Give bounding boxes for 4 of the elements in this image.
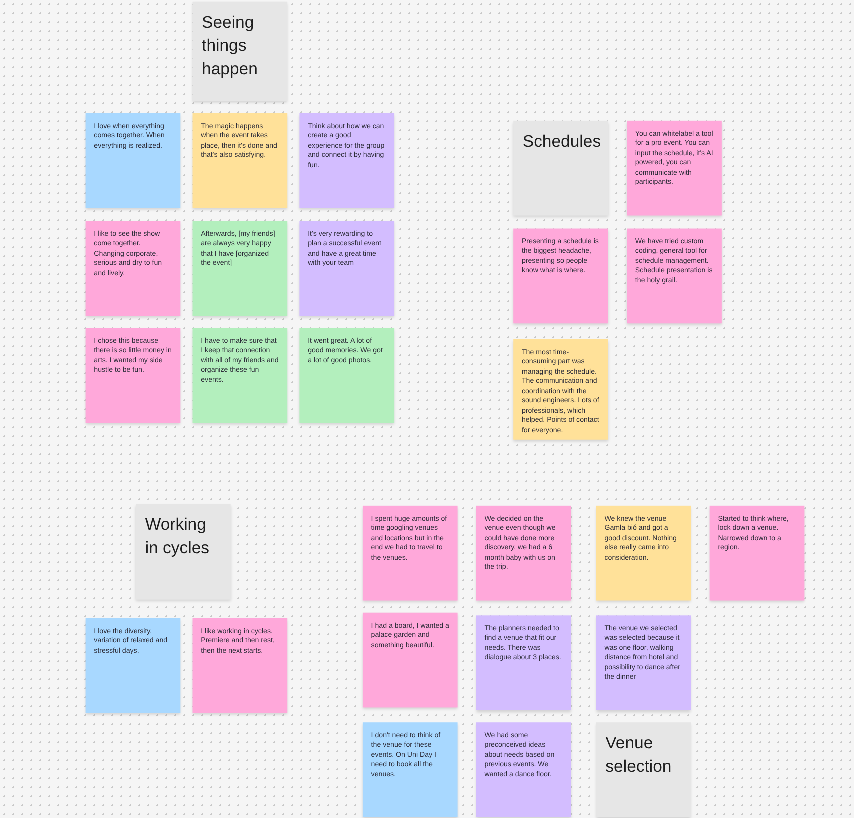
- topic-card: Schedules: [514, 120, 608, 216]
- topic-card: Working in cycles: [136, 504, 231, 600]
- topic-card: Venue selection: [596, 722, 692, 818]
- topic-card: Seeing things happen: [192, 2, 288, 102]
